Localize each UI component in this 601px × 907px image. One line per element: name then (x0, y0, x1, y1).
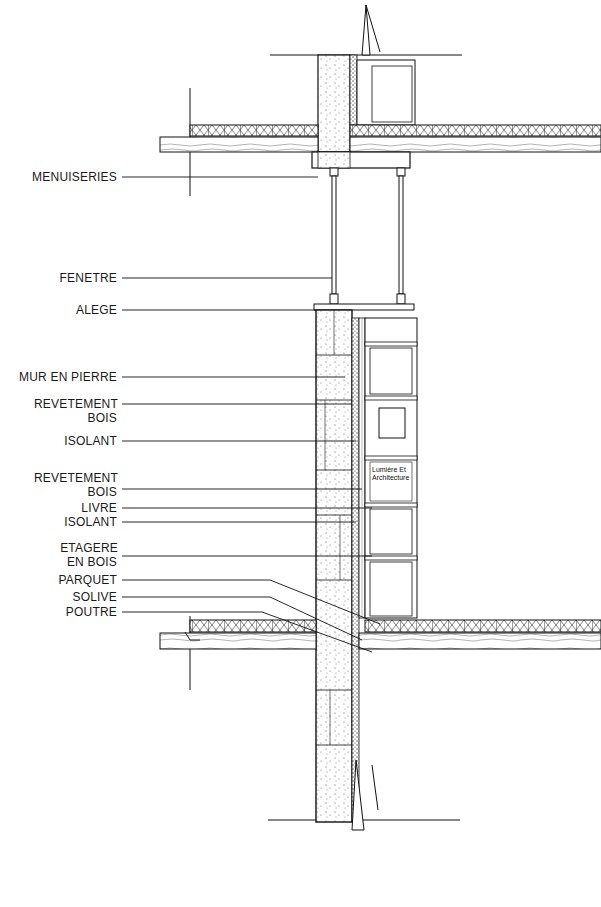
part-label: ALEGE (0, 303, 118, 317)
part-label: SOLIVE (0, 590, 118, 604)
part-label: ETAGERE EN BOIS (46, 541, 118, 569)
part-label: MENUISERIES (0, 170, 118, 184)
part-label: PARQUET (0, 573, 118, 587)
book-title: Lumière Et Architecture (372, 466, 410, 482)
part-label: REVETEMENT BOIS (32, 471, 118, 499)
part-label: MUR EN PIERRE (0, 370, 118, 384)
part-label: ISOLANT (0, 515, 118, 529)
part-label: ISOLANT (0, 434, 118, 448)
part-label: REVETEMENT BOIS (32, 397, 118, 425)
part-label: FENETRE (0, 271, 118, 285)
part-label: POUTRE (0, 605, 118, 619)
part-label: LIVRE (0, 501, 118, 515)
